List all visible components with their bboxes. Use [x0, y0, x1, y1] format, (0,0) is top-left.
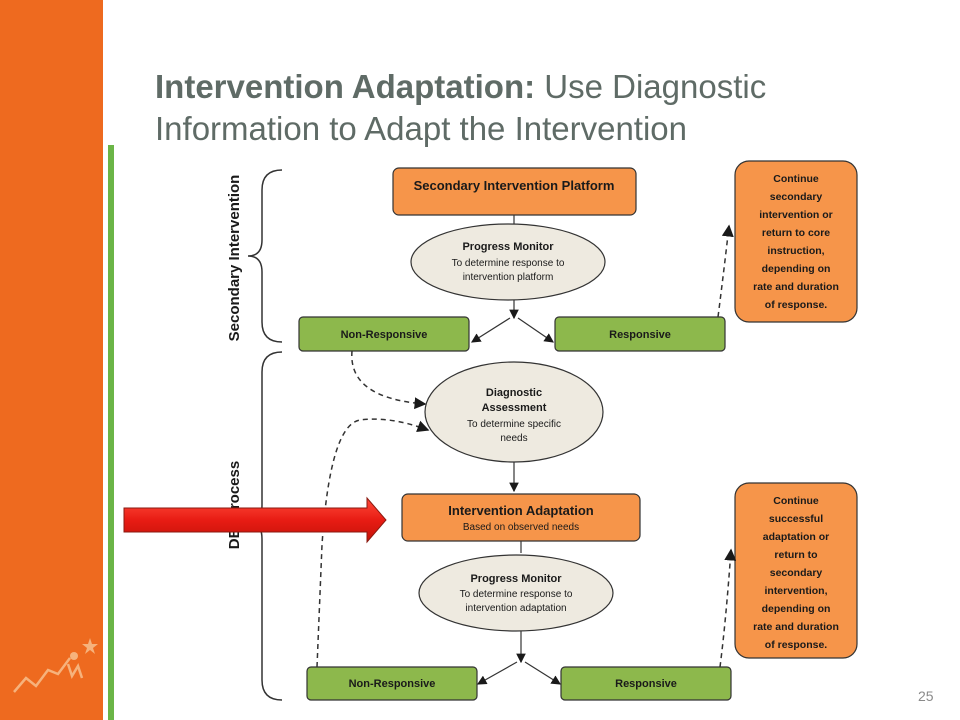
non-responsive-1-label: Non-Responsive: [341, 329, 428, 341]
progress-monitor-1-ellipse: [410, 223, 606, 301]
continue-1-line: of response.: [765, 299, 828, 311]
continue-1-line: return to core: [762, 227, 830, 239]
responsive-2-label: Responsive: [615, 678, 677, 690]
responsive-1-box: [554, 316, 726, 352]
progress-monitor-2-title: Progress Monitor: [470, 573, 562, 585]
dashed-nonresp-1-to-diagnostic: [351, 350, 427, 410]
continue-1-line: depending on: [762, 263, 831, 275]
progress-monitor-2-ellipse: [418, 554, 614, 632]
arrow-pm1-left: [470, 317, 511, 343]
continue-2-line: intervention,: [764, 585, 827, 597]
continue-2-line: return to: [774, 549, 817, 561]
continue-box-1: [734, 160, 858, 323]
non-responsive-1-box: [298, 316, 470, 352]
dashed-nonresp-2-to-diagnostic: [316, 418, 430, 668]
continue-2-line: successful: [769, 513, 823, 525]
slide-title-bold: Intervention Adaptation:: [155, 68, 536, 105]
diagnostic-title-1: Diagnostic: [486, 387, 542, 399]
diagnostic-title-2: Assessment: [482, 402, 547, 414]
slide-title: Intervention Adaptation: Use Diagnostic …: [155, 66, 935, 150]
progress-monitor-1-line1: To determine response to: [452, 258, 565, 269]
green-accent-rule: [108, 145, 114, 720]
continue-1-line: rate and duration: [753, 281, 839, 293]
diagnostic-line-1: To determine specific: [467, 419, 561, 430]
intervention-adaptation-sub: Based on observed needs: [463, 522, 579, 533]
continue-box-1-text: Continue secondary intervention or retur…: [753, 173, 839, 311]
dashed-responsive-2-to-continue: [719, 548, 737, 668]
continue-2-line: Continue: [773, 495, 819, 507]
progress-monitor-2-line1: To determine response to: [460, 589, 573, 600]
continue-1-line: secondary: [770, 191, 823, 203]
continue-2-line: depending on: [762, 603, 831, 615]
orange-sidebar: [0, 0, 103, 720]
progress-monitor-1-title: Progress Monitor: [462, 241, 554, 253]
secondary-platform-label: Secondary Intervention Platform: [414, 178, 615, 193]
continue-box-2-text: Continue successful adaptation or return…: [753, 495, 839, 651]
arrow-pm1-right: [517, 317, 554, 343]
continue-2-line: rate and duration: [753, 621, 839, 633]
secondary-brace: [247, 169, 283, 343]
red-arrow-icon: [123, 496, 387, 544]
continue-box-2: [734, 482, 858, 659]
continue-1-line: intervention or: [759, 209, 833, 221]
progress-monitor-1-line2: intervention platform: [463, 272, 554, 283]
continue-1-line: Continue: [773, 173, 819, 185]
secondary-intervention-label: Secondary Intervention: [226, 175, 243, 342]
arrow-pm2-left: [476, 661, 518, 685]
dashed-responsive-1-to-continue: [717, 224, 734, 318]
progress-monitor-2-line2: intervention adaptation: [465, 603, 566, 614]
intervention-adaptation-title: Intervention Adaptation: [448, 503, 593, 518]
continue-1-line: instruction,: [767, 245, 824, 257]
page-number: 25: [918, 688, 934, 704]
diagnostic-line-2: needs: [500, 433, 527, 444]
non-responsive-2-label: Non-Responsive: [349, 678, 436, 690]
responsive-2-box: [560, 666, 732, 701]
logo-icon: [13, 638, 98, 693]
slide-title-rest: Use Diagnostic Information to Adapt the …: [155, 68, 767, 147]
dbi-process-label: DBI Process: [226, 461, 243, 549]
continue-2-line: secondary: [770, 567, 823, 579]
continue-2-line: adaptation or: [763, 531, 830, 543]
arrow-pm2-right: [524, 661, 562, 685]
responsive-1-label: Responsive: [609, 329, 671, 341]
continue-2-line: of response.: [765, 639, 828, 651]
non-responsive-2-box: [306, 666, 478, 701]
sidebar-divider: [103, 0, 107, 720]
